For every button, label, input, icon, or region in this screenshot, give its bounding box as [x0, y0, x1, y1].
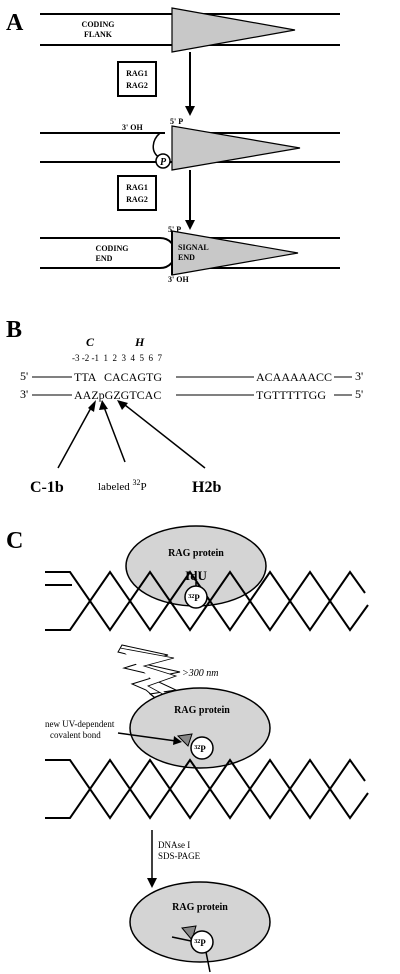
- p32-circle-1: [184, 585, 208, 609]
- signal-end-label-1: SIGNAL: [178, 243, 209, 252]
- p32-circle-2: [190, 736, 214, 760]
- rag-protein-1-label: RAG protein: [168, 548, 224, 559]
- labeled-32p: labeled 32P: [98, 478, 147, 493]
- h-label: H: [134, 335, 145, 349]
- coding-end-label-1: CODING: [96, 244, 129, 253]
- panel-c-label: C: [6, 528, 23, 554]
- bot-5-end: 5': [355, 387, 363, 401]
- top-seq-1: TTA: [74, 370, 97, 384]
- bond-pointer: [117, 732, 177, 742]
- rag-protein-3: [129, 881, 271, 963]
- rag-protein-2: [129, 687, 271, 769]
- rag-protein-3-label: RAG protein: [172, 902, 228, 913]
- arrow-h2b: [124, 404, 206, 469]
- oh3b-label: 3' OH: [168, 275, 189, 284]
- rag-box-1-l1: RAG1: [126, 69, 148, 78]
- rag-box-1-l2: RAG2: [126, 81, 148, 90]
- top-seq-3: ACAAAAACC: [256, 370, 332, 384]
- p5-label: 5' P: [170, 117, 183, 126]
- position-numbers: -3 -2 -1 1 2 3 4 5 6 7: [72, 353, 162, 363]
- arrow-c1b: [57, 405, 93, 469]
- bot-seq-1: AAZpGZGTCAC: [74, 388, 161, 402]
- p32-label-1: 32P: [188, 593, 200, 603]
- coding-flank-label-2: FLANK: [84, 30, 113, 39]
- top-seq-2: CACAGTG: [104, 370, 162, 384]
- bot-3-end: 3': [20, 387, 28, 401]
- coding-flank-label-1: CODING: [82, 20, 115, 29]
- p32-label-2: 32P: [194, 744, 206, 754]
- bot-seq-3: TGTTTTTGG: [256, 388, 326, 402]
- rag-protein-2-label: RAG protein: [174, 705, 230, 716]
- coding-end-hairpin: CODING END: [40, 237, 176, 269]
- arrow-3-head: [147, 878, 157, 888]
- dna-helix-1: [45, 570, 369, 632]
- signal-triangle-1: [171, 7, 296, 53]
- rag-box-2-l2: RAG2: [126, 195, 148, 204]
- dna-helix-2: [45, 758, 369, 820]
- sds-label: SDS-PAGE: [158, 851, 201, 861]
- uv-wavelength-label: >300 nm: [182, 668, 218, 679]
- rag-box-2-l1: RAG1: [126, 183, 148, 192]
- c1b-label: C-1b: [30, 479, 64, 496]
- phosphate-circle: [155, 153, 171, 169]
- coding-end-label-2: END: [96, 254, 113, 263]
- rag-box-1: [117, 61, 157, 97]
- dna-fragment-left: [171, 936, 192, 942]
- dnase-label: DNAse I: [158, 840, 190, 850]
- duplex-1: CODING FLANK: [40, 7, 340, 53]
- phosphate-label: P: [160, 157, 167, 168]
- dna-fragment-right: [205, 951, 211, 973]
- arrow-1-head: [185, 106, 195, 116]
- arrow-labeled: [103, 406, 126, 463]
- c-label: C: [86, 335, 95, 349]
- panel-b-label: B: [6, 317, 22, 343]
- arrow-2-head: [185, 220, 195, 230]
- duplex-2: P 3' OH 5' P: [40, 117, 340, 171]
- p5b-label: 5' P: [168, 225, 181, 234]
- p32-circle-3: [190, 930, 214, 954]
- h2b-label: H2b: [192, 479, 221, 496]
- panel-a-label: A: [6, 10, 24, 36]
- signal-end-label-2: END: [178, 253, 195, 262]
- bond-label-1: new UV-dependent: [45, 719, 115, 729]
- top-5-end: 5': [20, 369, 28, 383]
- sequence-duplex: 5' TTA CACAGTG ACAAAAACC 3' 3' AAZpGZGTC…: [20, 369, 363, 402]
- top-3-end: 3': [355, 369, 363, 383]
- crosslink-triangle-1: [176, 733, 193, 747]
- rag-box-2: [117, 175, 157, 211]
- signal-end: SIGNAL END 5' P 3' OH: [168, 225, 340, 284]
- p32-label-3: 32P: [194, 938, 206, 948]
- oh3-label: 3' OH: [122, 123, 143, 132]
- bond-label-2: covalent bond: [50, 730, 101, 740]
